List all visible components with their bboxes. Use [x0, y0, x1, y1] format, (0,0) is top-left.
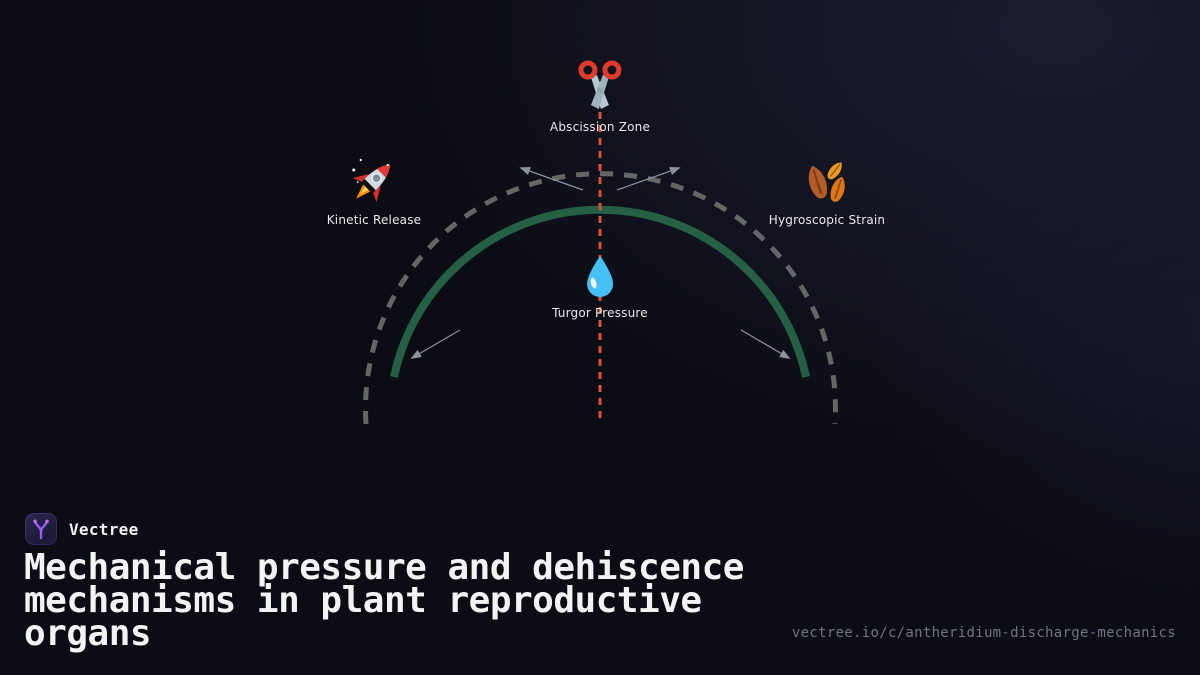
node-hygroscopic-strain: Hygroscopic Strain — [769, 157, 885, 227]
arrow-up-left — [519, 167, 584, 191]
brand-row: Vectree — [25, 513, 139, 545]
arrow-down-left — [410, 329, 461, 359]
trajectory-dashed-arc — [363, 171, 838, 425]
node-label: Hygroscopic Strain — [768, 213, 886, 227]
footer: Vectree Mechanical pressure and dehiscen… — [0, 505, 1200, 675]
node-turgor-pressure: Turgor Pressure — [552, 254, 648, 320]
arrow-up-right — [616, 167, 681, 191]
page-url: vectree.io/c/antheridium-discharge-mecha… — [791, 625, 1176, 641]
brand-name: Vectree — [69, 519, 139, 539]
droplet-icon — [586, 256, 613, 297]
page-title: Mechanical pressure and dehiscence mecha… — [24, 547, 744, 654]
node-label: Abscission Zone — [549, 120, 651, 134]
brand-logo — [25, 513, 57, 545]
arrow-down-right — [740, 329, 791, 359]
node-kinetic-release: Kinetic Release — [327, 155, 422, 227]
fallen-leaves-icon — [803, 158, 850, 205]
mechanics-diagram — [363, 112, 838, 425]
force-arrows — [410, 167, 791, 359]
rocket-icon — [352, 158, 391, 203]
scissors-icon — [578, 60, 622, 109]
vectree-glyph-icon — [33, 519, 49, 540]
node-label: Turgor Pressure — [552, 306, 648, 320]
node-abscission-zone: Abscission Zone — [550, 60, 650, 134]
node-label: Kinetic Release — [326, 213, 422, 227]
